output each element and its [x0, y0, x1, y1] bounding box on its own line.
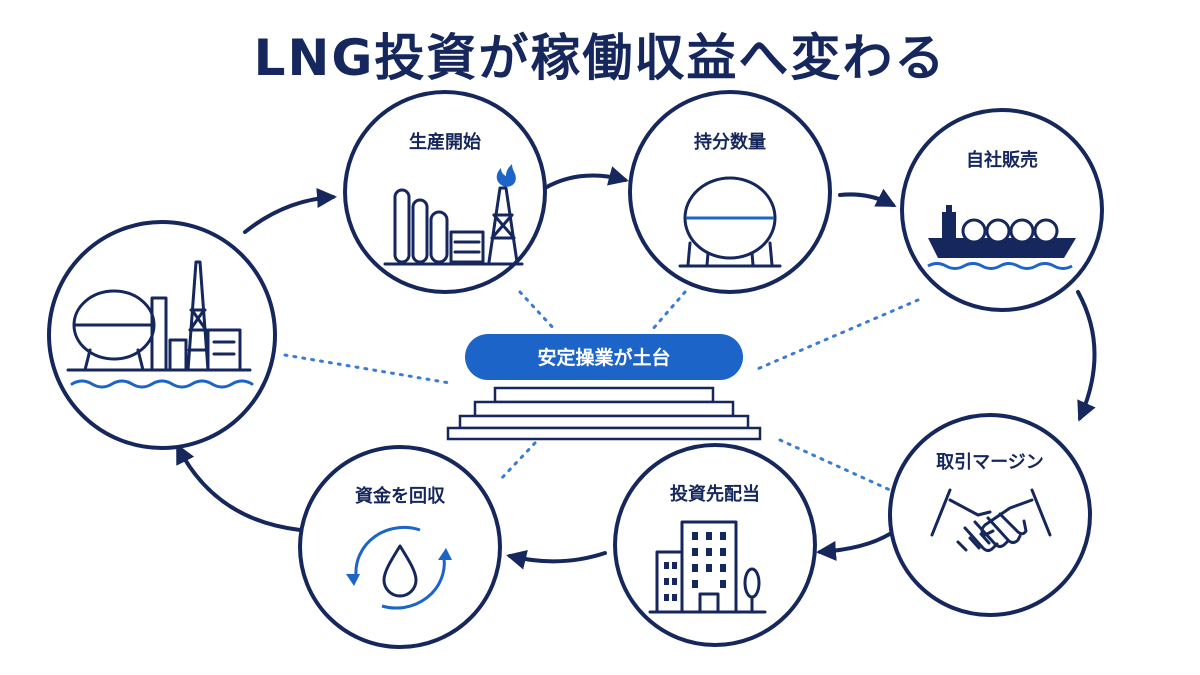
podium-icon [446, 386, 762, 441]
node-capital-recovery: 資金を回収 [298, 445, 502, 649]
connector-equity-volume [650, 290, 687, 332]
node-plant [47, 220, 277, 450]
node-self-sales: 自社販売 [900, 108, 1104, 312]
arrow-dividend-to-recovery [506, 550, 607, 570]
lng-carrier-ship-icon [927, 205, 1076, 270]
node-label-investee-dividend: 投資先配当 [670, 483, 760, 505]
arrow-production-to-equity [543, 166, 629, 190]
arrow-plant-to-production [243, 188, 337, 234]
node-label-capital-recovery: 資金を回収 [355, 485, 446, 507]
node-label-production-start: 生産開始 [409, 131, 481, 153]
node-label-trading-margin: 取引マージン [936, 452, 1044, 473]
arrow-sales-to-margin [1076, 290, 1097, 422]
center-base: 安定操業が土台 [446, 334, 762, 441]
connector-self-sales [753, 298, 920, 372]
connector-trading-margin [778, 438, 892, 492]
lng-plant-icon [66, 260, 254, 389]
page-title: LNG投資が稼働収益へ変わる [253, 29, 947, 87]
office-building-icon [648, 520, 767, 614]
node-label-equity-volume: 持分数量 [694, 131, 766, 153]
center-label: 安定操業が土台 [537, 346, 670, 369]
node-equity-volume: 持分数量 [628, 90, 832, 294]
recycle-drop-icon [346, 525, 452, 610]
node-label-self-sales: 自社販売 [966, 149, 1038, 171]
handshake-icon [930, 488, 1052, 552]
connector-plant [283, 353, 452, 385]
arrow-recovery-to-plant [176, 443, 302, 532]
connector-capital-recovery [498, 441, 537, 482]
lng-tank-icon [678, 176, 782, 268]
flame-icon [496, 164, 516, 187]
refinery-flare-icon [383, 186, 524, 266]
dotted-connectors [283, 290, 920, 492]
node-production-start: 生産開始 [343, 90, 547, 294]
arrow-equity-to-sales [838, 188, 897, 207]
node-investee-dividend: 投資先配当 [613, 443, 817, 647]
building-windows [664, 532, 726, 601]
flow-arrows [176, 166, 1097, 570]
connector-production-start [518, 290, 557, 332]
center-label-pill [465, 334, 743, 380]
node-trading-margin: 取引マージン [888, 413, 1092, 617]
